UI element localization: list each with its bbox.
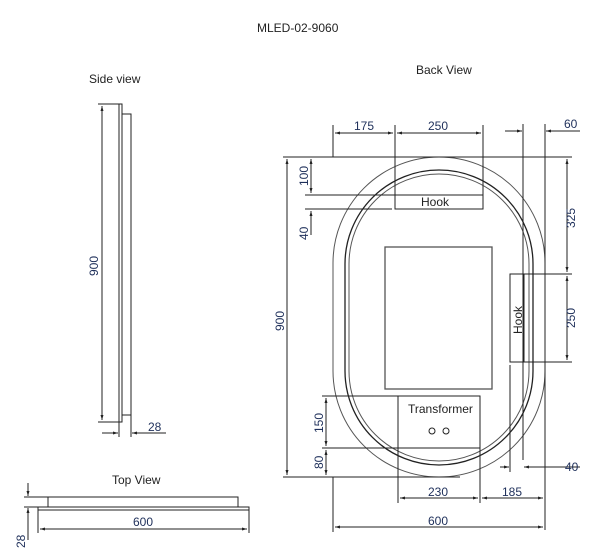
top-back-frame [47,496,239,507]
socket-icon [442,427,450,435]
top-hook [394,194,484,210]
dim-40-right: 40 [565,460,579,474]
dim-60: 60 [564,117,578,131]
side-back-frame [122,113,132,416]
center-panel [384,246,493,390]
side-view-drawing [98,103,166,437]
dim-80: 80 [312,455,326,469]
top-hook-label: Hook [421,195,450,209]
mirror-led-strip-outer [344,169,534,466]
back-view-label: Back View [416,63,472,77]
top-glass-panel [37,506,250,511]
right-hook [509,273,525,363]
top-view-drawing [24,483,250,540]
transformer-label: Transformer [408,402,473,416]
side-view-label: Side view [89,72,141,86]
transformer-box [397,395,481,449]
dim-250-top: 250 [428,119,448,133]
dim-900-back: 900 [273,311,287,331]
dim-600-back: 600 [428,514,448,528]
dim-175: 175 [354,119,374,133]
right-hook-label: Hook [511,305,525,334]
side-glass-panel [118,103,123,423]
socket-icon [428,427,436,435]
dim-40-left: 40 [297,226,311,240]
top-depth-dim: 28 [14,534,28,548]
drawing-title: MLED-02-9060 [257,21,339,35]
mirror-led-strip-inner [348,173,530,462]
top-view-label: Top View [112,473,161,487]
dim-230: 230 [428,485,448,499]
dim-185: 185 [502,485,522,499]
dim-100: 100 [297,166,311,186]
side-height-dim: 900 [87,256,101,276]
dim-250-right: 250 [564,308,578,328]
top-width-dim: 600 [133,515,153,529]
side-depth-dim: 28 [148,420,162,434]
dim-150: 150 [312,413,326,433]
dim-325: 325 [564,208,578,228]
back-view-drawing [283,124,580,532]
